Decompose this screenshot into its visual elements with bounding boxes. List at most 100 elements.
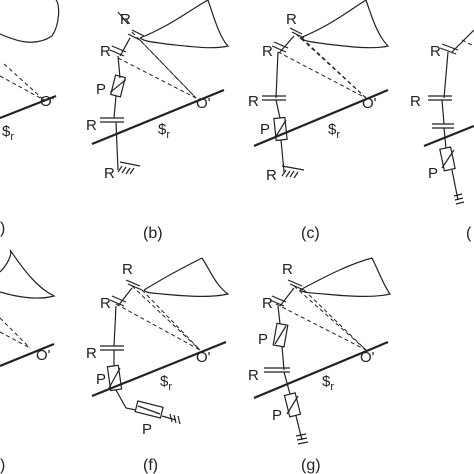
link (283, 371, 291, 395)
revolute-label: R (410, 93, 421, 110)
joint-bar (127, 283, 143, 291)
prismatic-label: P (260, 121, 270, 138)
caption-c: (c) (301, 225, 320, 242)
ground-hatch (295, 433, 309, 445)
prismatic-joint (272, 322, 289, 348)
revolute-label: R (86, 345, 97, 362)
link (117, 287, 133, 307)
dashed-ray (117, 57, 197, 99)
dashed-ray (0, 317, 31, 349)
revolute-label: R (248, 367, 259, 384)
revolute-label: R (100, 295, 111, 312)
panel-e-fragment: O' ) (0, 249, 56, 474)
dashed-ray (277, 51, 367, 99)
ground-line (0, 94, 57, 120)
prismatic-hatch (109, 79, 127, 93)
panel-g: R R P R O' $r P (g) (248, 257, 392, 474)
dashed-ray (0, 331, 31, 349)
caption-g: (g) (301, 457, 321, 474)
revolute-label: R (104, 165, 115, 182)
link (443, 127, 447, 149)
ground-base (281, 165, 305, 171)
end-effector-outline (299, 0, 390, 49)
dashed-ray (293, 285, 367, 351)
prismatic-hatch (108, 367, 121, 389)
prismatic-joint (283, 392, 302, 418)
dashed-ray (303, 289, 367, 351)
prismatic-hatch (286, 395, 299, 415)
joint-bar (271, 45, 287, 53)
caption-f: (f) (143, 457, 158, 474)
ground-hatch (169, 413, 181, 425)
ground-line (91, 340, 227, 398)
link (279, 35, 295, 53)
joint-bar (289, 27, 303, 35)
screw-label: $r (158, 121, 170, 141)
link (277, 305, 281, 325)
center-label: O' (36, 347, 51, 364)
joint-bar (109, 299, 125, 307)
screw-label: $r (328, 121, 340, 141)
caption-d-fragment: ( (466, 225, 472, 242)
center-label: O' (196, 349, 211, 366)
caption-a-fragment: ) (0, 220, 5, 237)
link (115, 121, 119, 171)
screw-label: $r (2, 123, 14, 143)
revolute-label: R (262, 295, 273, 312)
revolute-label: R (282, 261, 293, 278)
ground-hatch (117, 165, 135, 175)
joint-bar (111, 295, 127, 303)
ground-base (119, 161, 141, 167)
prismatic-label: P (428, 165, 438, 182)
joint-bar (291, 31, 305, 39)
dashed-ray (301, 37, 367, 99)
revolute-label: R (86, 117, 97, 134)
prismatic-hatch (441, 149, 455, 169)
ground-hatch (281, 169, 299, 179)
link (295, 415, 303, 441)
ground-line (423, 124, 474, 148)
dashed-ray (3, 63, 45, 101)
end-effector-outline (0, 249, 56, 299)
ground-line (91, 88, 225, 146)
revolute-label: R (430, 43, 441, 60)
revolute-label: R (120, 11, 131, 28)
revolute-label: R (266, 167, 277, 184)
end-effector-outline (143, 257, 230, 297)
link (113, 305, 117, 347)
joint-bar (439, 47, 457, 55)
prismatic-label: P (258, 331, 268, 348)
revolute-label: R (100, 43, 111, 60)
prismatic-joint (110, 74, 126, 98)
panel-d-fragment: R R P ( (410, 29, 474, 242)
link (125, 407, 137, 411)
prismatic-joint (106, 364, 123, 392)
prismatic-joint (134, 400, 164, 419)
revolute-label: R (248, 93, 259, 110)
link (281, 345, 285, 371)
dashed-ray (131, 31, 197, 99)
dashed-ray (275, 303, 367, 351)
link (275, 51, 279, 99)
prismatic-label: P (272, 407, 282, 424)
link (441, 99, 445, 125)
link (115, 389, 127, 409)
caption-e-fragment: ) (0, 457, 5, 474)
link (279, 287, 295, 307)
center-label: O' (40, 93, 55, 110)
end-effector-outline (139, 0, 230, 49)
panel-a-fragment: O' $r ) (0, 0, 60, 237)
dashed-ray (115, 303, 201, 351)
dashed-ray (141, 289, 201, 351)
prismatic-label: P (96, 371, 106, 388)
prismatic-hatch (137, 405, 161, 415)
revolute-label: R (122, 261, 133, 278)
joint-bar (131, 29, 145, 37)
center-label: O' (360, 349, 375, 366)
end-effector-outline (0, 0, 60, 43)
link (443, 51, 449, 99)
ground-hatch (453, 193, 465, 205)
joint-tick (117, 11, 129, 25)
revolute-label: R (262, 43, 273, 60)
joint-bar (289, 283, 305, 291)
